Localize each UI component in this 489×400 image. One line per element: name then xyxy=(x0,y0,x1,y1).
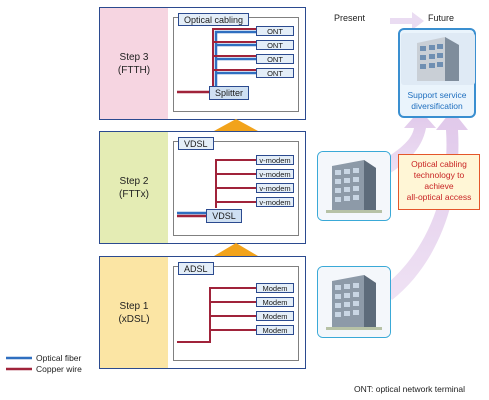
stage-label: Step 3 (FTTH) xyxy=(100,8,168,119)
modem-device: Modem xyxy=(256,283,294,293)
future-label: Support service diversification xyxy=(407,90,467,111)
ont-device: ONT xyxy=(256,68,294,78)
panel-label: VDSL xyxy=(178,137,214,150)
ont-device: ONT xyxy=(256,26,294,36)
callout-box: Optical cabling technology to achieve al… xyxy=(398,154,480,210)
up-arrow xyxy=(214,119,258,131)
modem-device: Modem xyxy=(256,297,294,307)
building-photo-step1 xyxy=(317,266,391,338)
building-photo xyxy=(318,267,390,337)
legend-optical-label: Optical fiber xyxy=(36,353,82,363)
vdsl-unit: VDSL xyxy=(206,209,242,223)
splitter: Splitter xyxy=(209,86,249,100)
building-photo-step2 xyxy=(317,151,391,221)
ont-device: ONT xyxy=(256,54,294,64)
panel-label: ADSL xyxy=(178,262,214,275)
modem-device: Modem xyxy=(256,311,294,321)
ont-device: ONT xyxy=(256,40,294,50)
vdsl-copper xyxy=(215,159,256,208)
panel-label: Optical cabling xyxy=(178,13,250,26)
modem-device: Modem xyxy=(256,325,294,335)
future-label: Future xyxy=(428,13,455,23)
building-photo xyxy=(401,33,475,85)
stage-label: Step 2 (FTTx) xyxy=(100,132,168,243)
v-modem-device: v-modem xyxy=(256,197,294,207)
future-box: Support service diversification xyxy=(398,28,476,118)
present-label: Present xyxy=(334,13,366,23)
stage-label: Step 1 (xDSL) xyxy=(100,257,168,368)
up-arrow xyxy=(214,243,258,256)
present-future-arrow xyxy=(390,12,424,30)
v-modem-device: v-modem xyxy=(256,183,294,193)
building-photo xyxy=(318,152,390,220)
footnote: ONT: optical network terminal xyxy=(354,384,466,394)
ftth-fibers xyxy=(212,28,256,86)
adsl-copper xyxy=(177,287,256,343)
legend-copper-label: Copper wire xyxy=(36,364,82,374)
v-modem-device: v-modem xyxy=(256,155,294,165)
v-modem-device: v-modem xyxy=(256,169,294,179)
